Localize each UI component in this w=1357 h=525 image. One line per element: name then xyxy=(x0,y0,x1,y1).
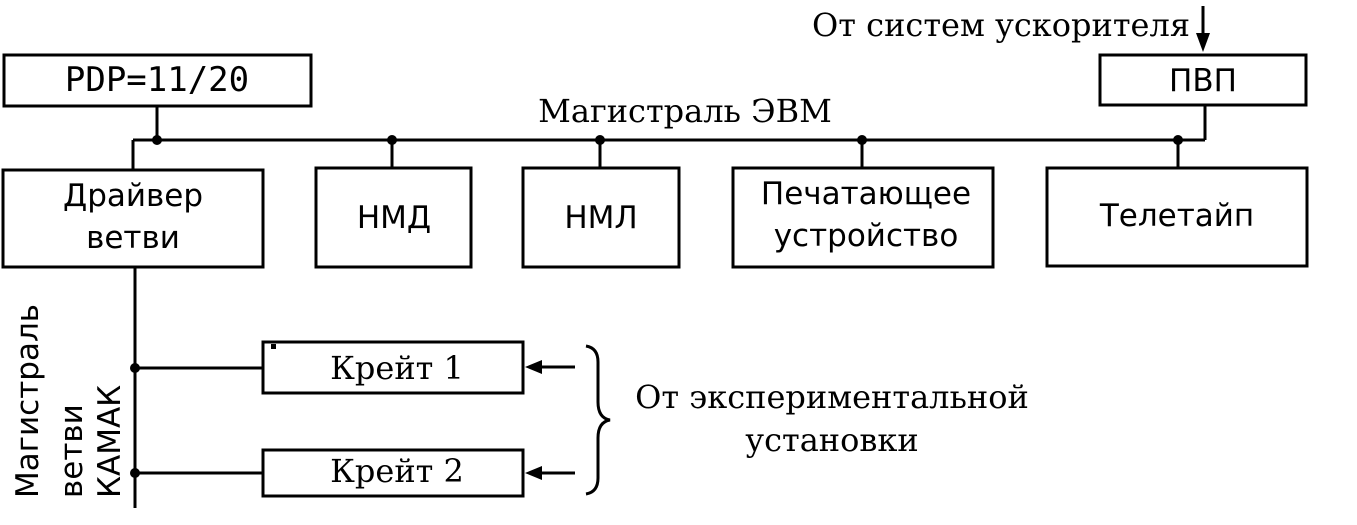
accelerator-source-label: От систем ускорителя xyxy=(812,6,1190,44)
crate-1-input-arrow xyxy=(525,360,542,374)
camac-bus-label: Магистраль ветви КАМАК xyxy=(10,304,128,498)
teletype-junction xyxy=(1173,135,1183,145)
nml-junction xyxy=(595,135,605,145)
printer-label-line1: Печатающее xyxy=(761,176,971,212)
camac-bus-label-line3: КАМАК xyxy=(92,385,128,498)
nml-box xyxy=(521,166,681,269)
branch-driver-label-line1: Драйвер xyxy=(63,178,203,214)
crate-1-mark xyxy=(271,344,276,349)
nml-label: НМЛ xyxy=(564,200,637,236)
experiment-brace xyxy=(585,344,611,496)
computer-bus-label: Магистраль ЭВМ xyxy=(538,92,832,130)
pdp-11-20-label: PDP=11/20 xyxy=(65,60,249,100)
crate-1-box xyxy=(261,340,525,395)
crate-1-junction xyxy=(130,363,140,373)
pvp-box xyxy=(1098,53,1308,107)
branch-driver-box xyxy=(1,168,265,269)
camac-bus-label-line2: ветви xyxy=(54,404,90,498)
printer-label-line2: устройство xyxy=(774,218,959,254)
teletype-box xyxy=(1045,166,1309,268)
printer-box xyxy=(731,166,995,269)
crate-1-label: Крейт 1 xyxy=(330,349,464,387)
crate-2-input-arrow xyxy=(525,466,542,480)
experiment-label-line2: установки xyxy=(745,421,918,459)
camac-bus-label-line1: Магистраль xyxy=(10,304,46,498)
crate-2-label: Крейт 2 xyxy=(330,452,464,490)
nmd-label: НМД xyxy=(357,200,431,236)
pdp-junction xyxy=(152,135,162,145)
printer-junction xyxy=(857,135,867,145)
crate-2-box xyxy=(261,448,525,498)
teletype-label: Телетайп xyxy=(1099,198,1254,234)
crate-2-junction xyxy=(130,468,140,478)
pvp-label: ПВП xyxy=(1169,63,1237,99)
nmd-box xyxy=(314,166,473,269)
accelerator-arrow-head xyxy=(1196,33,1210,52)
branch-driver-label-line2: ветви xyxy=(86,220,180,256)
experiment-label-line1: От экспериментальной xyxy=(635,378,1029,416)
nmd-junction xyxy=(387,135,397,145)
